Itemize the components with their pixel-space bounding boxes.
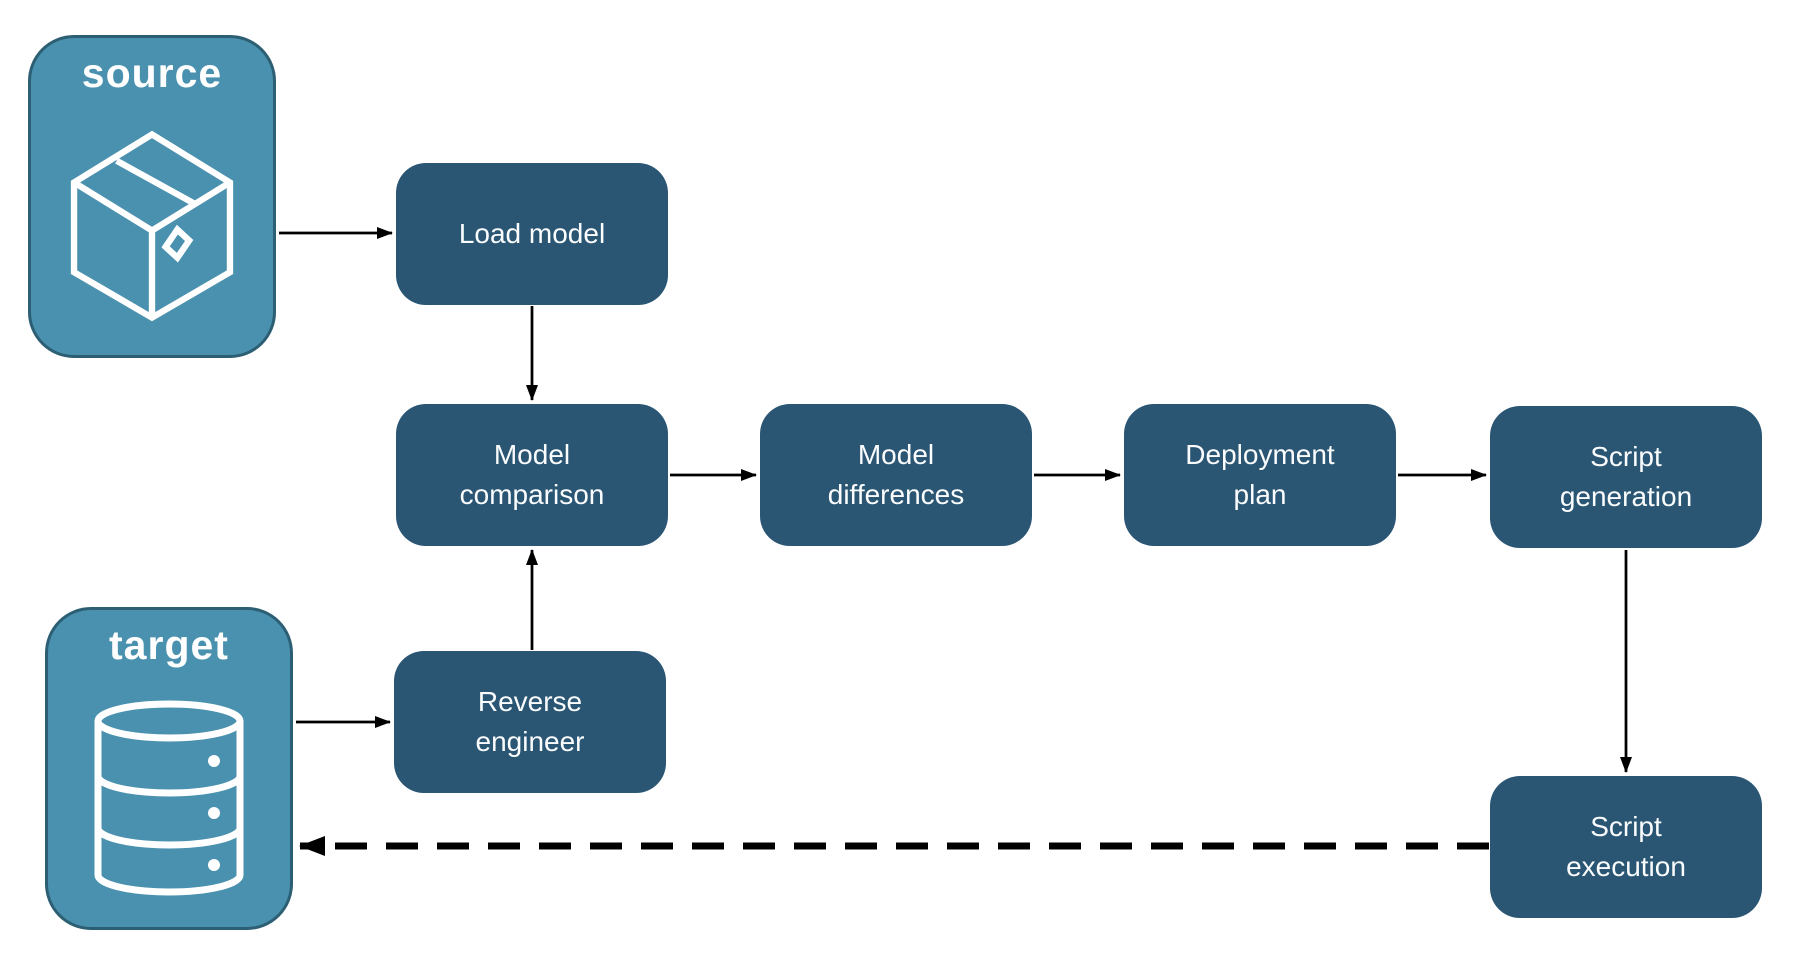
node-model-differences: Model differences [760,404,1032,546]
node-model-comparison-label: Model comparison [459,439,605,510]
node-script-generation: Script generation [1490,406,1762,548]
node-load-model-label: Load model [458,218,606,249]
endpoint-target-label: target [109,622,229,668]
node-reverse-engineer: Reverse engineer [394,651,666,793]
node-script-execution-label: Script execution [1566,811,1686,882]
endpoint-target: target [45,607,293,930]
node-script-execution: Script execution [1490,776,1762,918]
node-model-comparison: Model comparison [396,404,668,546]
node-load-model: Load model [396,163,668,305]
node-deployment-plan-label: Deployment plan [1185,439,1335,510]
node-model-differences-label: Model differences [827,439,965,510]
node-reverse-engineer-label: Reverse engineer [475,686,585,757]
endpoint-source-label: source [81,50,223,96]
endpoint-source: source [28,35,276,358]
package-icon [70,130,234,322]
node-script-generation-label: Script generation [1559,441,1693,512]
node-deployment-plan: Deployment plan [1124,404,1396,546]
database-icon [94,700,244,896]
